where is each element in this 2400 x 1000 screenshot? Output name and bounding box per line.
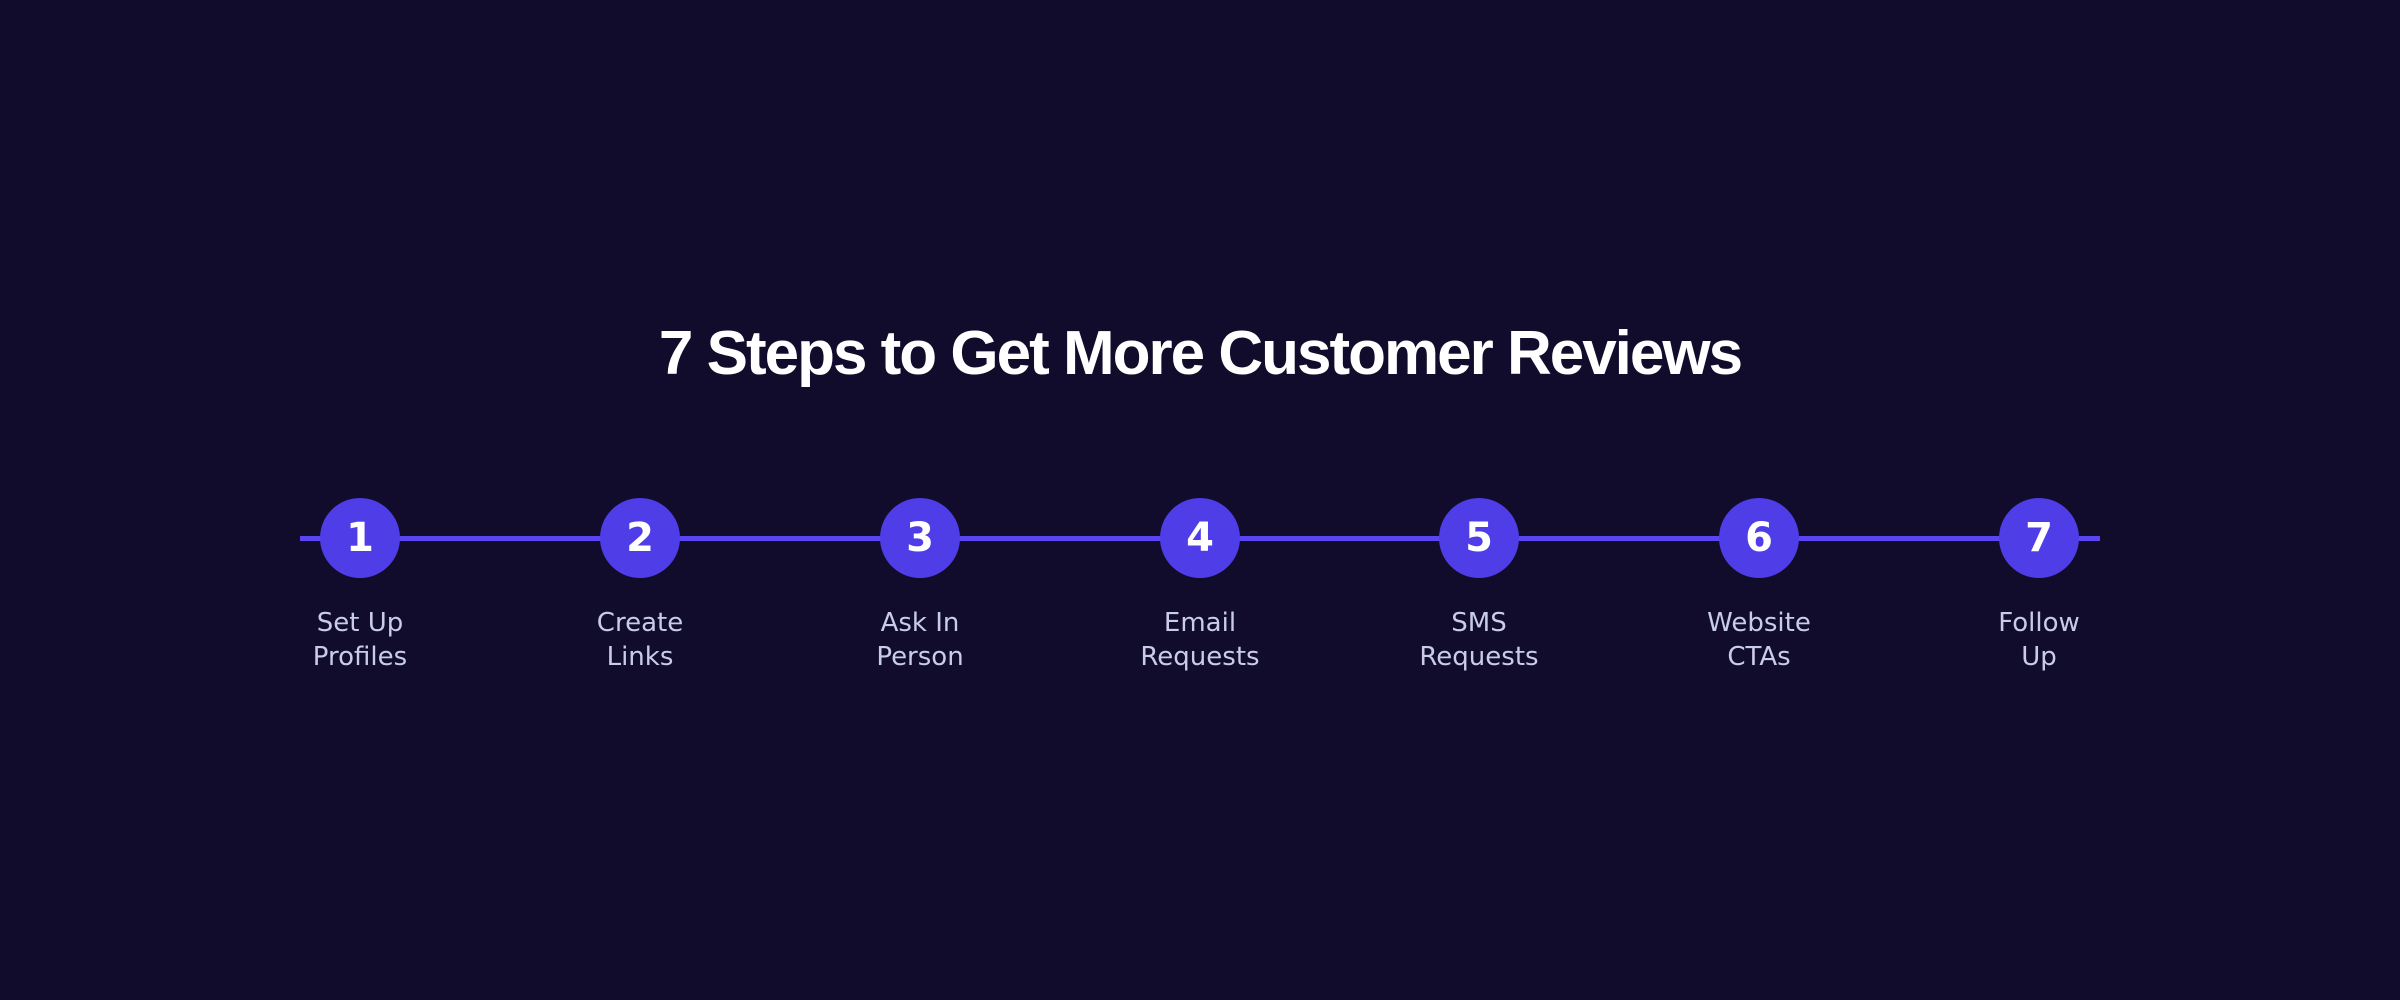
timeline-step-6: 6 Website CTAs (1639, 498, 1879, 674)
step-circle-2: 2 (600, 498, 680, 578)
step-label-line: Website (1707, 608, 1811, 638)
step-label-line: Requests (1140, 642, 1260, 672)
step-label-line: SMS (1451, 608, 1507, 638)
step-label-line: Requests (1419, 642, 1539, 672)
step-circle-3: 3 (880, 498, 960, 578)
timeline-step-1: 1 Set Up Profiles (240, 498, 480, 674)
step-label-line: Set Up (316, 608, 404, 638)
step-circle-4: 4 (1160, 498, 1240, 578)
step-number-6: 6 (1745, 515, 1773, 561)
step-number-4: 4 (1186, 515, 1214, 561)
step-label-line: Person (876, 642, 964, 672)
step-label-line: CTAs (1727, 642, 1791, 672)
step-label-line: Ask In (880, 608, 960, 638)
step-label-line: Profiles (312, 642, 408, 672)
step-number-2: 2 (626, 515, 654, 561)
step-circle-5: 5 (1439, 498, 1519, 578)
step-number-7: 7 (2025, 515, 2053, 561)
step-label-7: Follow Up (1998, 606, 2080, 674)
step-label-1: Set Up Profiles (313, 606, 407, 674)
step-label-line: Links (606, 642, 674, 672)
timeline-step-2: 2 Create Links (520, 498, 760, 674)
step-label-line: Follow (1998, 608, 2080, 638)
step-number-1: 1 (346, 515, 374, 561)
step-label-line: Create (596, 608, 684, 638)
page-title: 7 Steps to Get More Customer Reviews (658, 319, 1743, 388)
step-circle-6: 6 (1719, 498, 1799, 578)
timeline-step-4: 4 Email Requests (1080, 498, 1320, 674)
step-label-line: Email (1163, 608, 1237, 638)
timeline-step-3: 3 Ask In Person (800, 498, 1040, 674)
step-label-2: Create Links (597, 606, 683, 674)
step-label-3: Ask In Person (876, 606, 963, 674)
step-number-3: 3 (906, 515, 934, 561)
step-circle-1: 1 (320, 498, 400, 578)
step-label-4: Email Requests (1140, 606, 1259, 674)
step-label-5: SMS Requests (1419, 606, 1538, 674)
step-label-line: Up (2021, 642, 2057, 672)
timeline-step-7: 7 Follow Up (1919, 498, 2159, 674)
step-circle-7: 7 (1999, 498, 2079, 578)
step-label-6: Website CTAs (1707, 606, 1811, 674)
timeline-step-5: 5 SMS Requests (1359, 498, 1599, 674)
step-number-5: 5 (1465, 515, 1493, 561)
